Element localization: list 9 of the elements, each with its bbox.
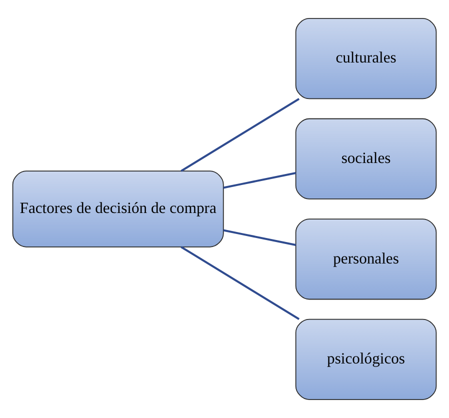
connector — [223, 172, 296, 189]
connector — [180, 98, 300, 172]
node-box: sociales — [295, 118, 437, 200]
connector — [223, 229, 296, 246]
node-box: culturales — [295, 18, 437, 100]
node-box: Factores de decisión de compra — [12, 170, 224, 248]
node-box: personales — [295, 218, 437, 300]
node-box: psicológicos — [295, 318, 437, 400]
connector — [180, 246, 300, 320]
